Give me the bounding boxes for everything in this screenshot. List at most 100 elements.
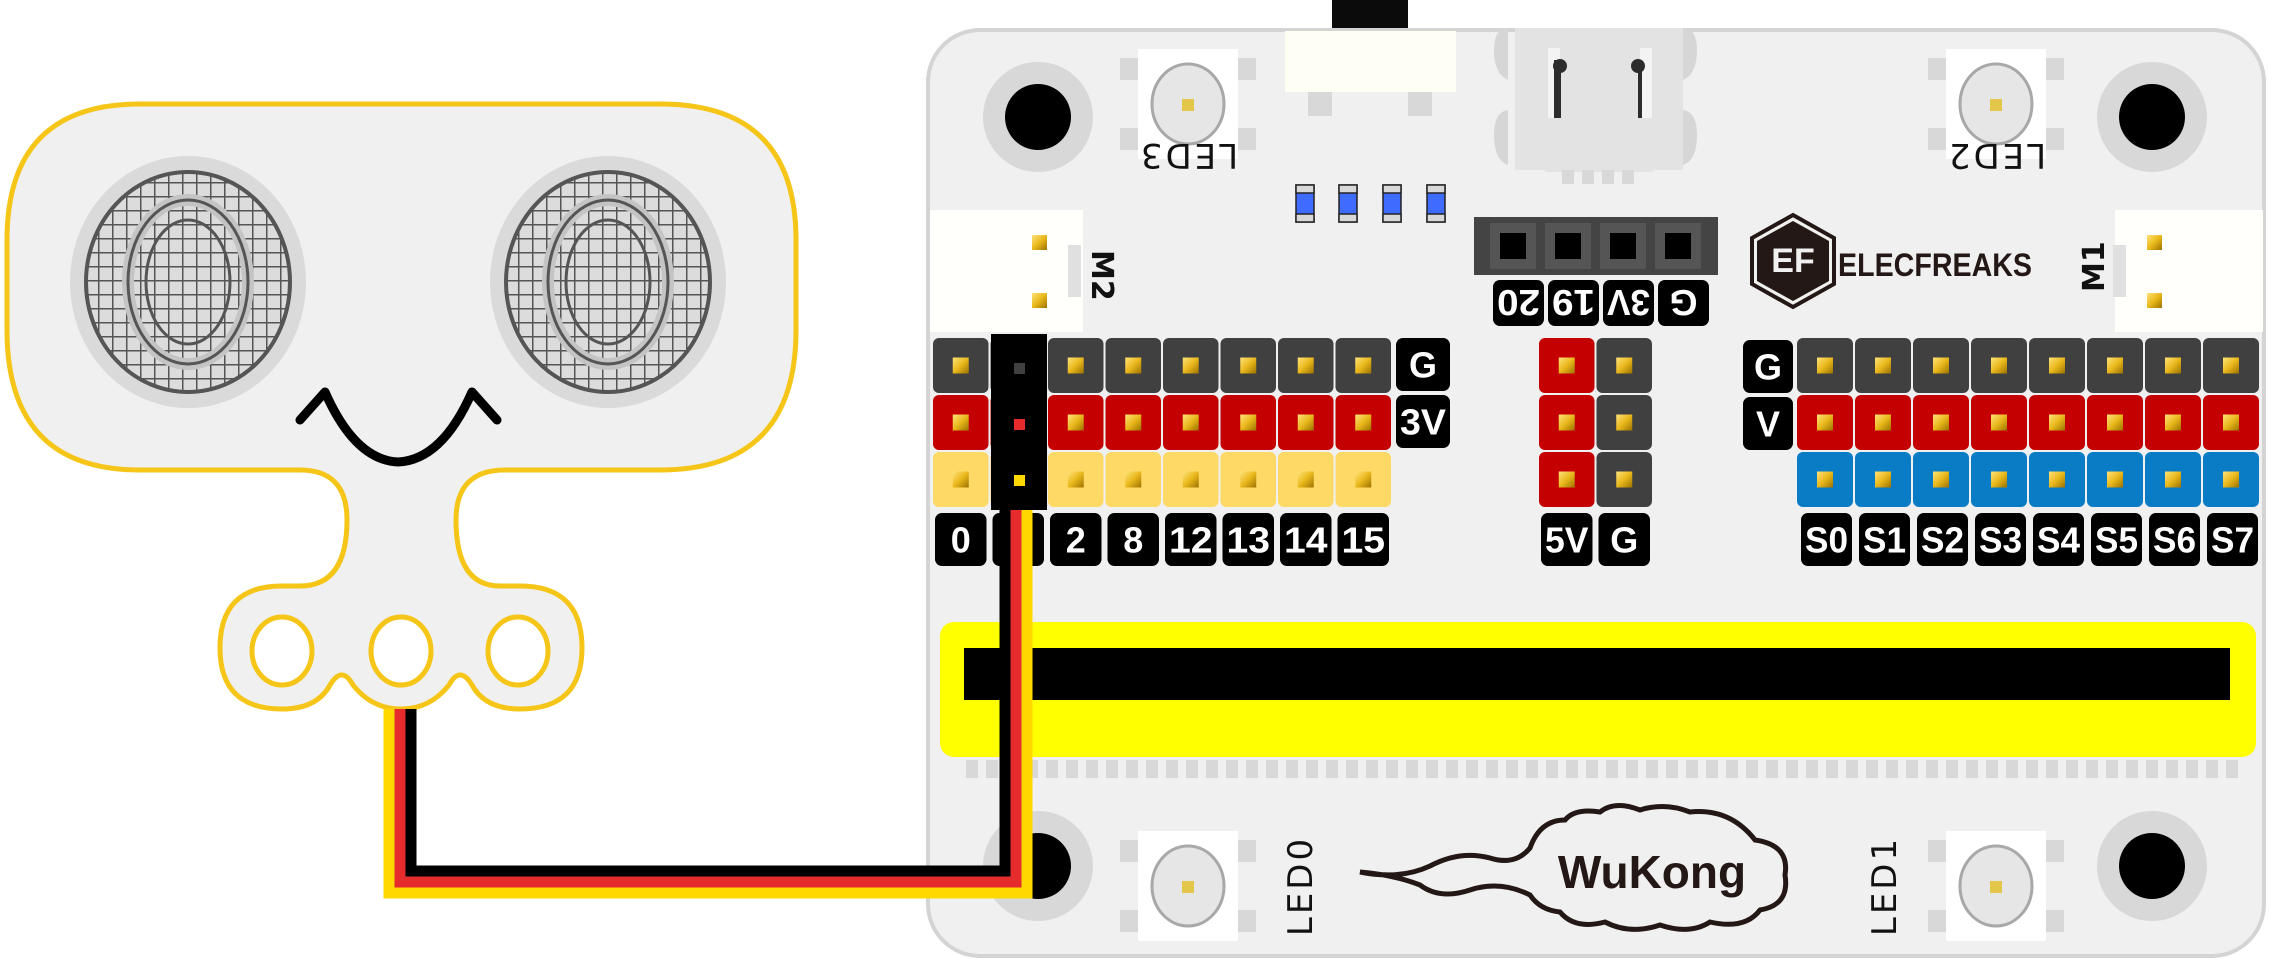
- io-pin-12[interactable]: 12: [1163, 338, 1219, 566]
- power-pin-label-text: G: [1610, 520, 1638, 561]
- pin-pad: [1616, 471, 1633, 488]
- servo-pin-s2[interactable]: S2: [1913, 338, 1969, 566]
- led-label: LED2: [1946, 135, 2046, 175]
- servo-pin-label: S1: [1859, 513, 1910, 566]
- pin-pad: [1616, 357, 1633, 374]
- power-pin-label: G: [1598, 513, 1650, 566]
- pin-pad: [1067, 471, 1084, 488]
- row-label-gnd: G: [1743, 340, 1793, 393]
- pin-pad: [1355, 471, 1372, 488]
- servo-pin-s7[interactable]: S7: [2203, 338, 2259, 566]
- pin-pad: [1182, 471, 1199, 488]
- pin-pad: [1991, 357, 2007, 374]
- io-pin-13[interactable]: 13: [1220, 338, 1277, 566]
- pin-pad: [1875, 414, 1891, 431]
- servo-pin-s6[interactable]: S6: [2145, 338, 2201, 566]
- pin-pad: [1616, 414, 1633, 431]
- pin-label: 15: [1337, 513, 1389, 566]
- servo-pin-label-text: S3: [1979, 520, 2022, 561]
- pin-pad: [1817, 357, 1833, 374]
- servo-pin-label: S5: [2091, 513, 2142, 566]
- pin-pad: [1875, 471, 1891, 488]
- pin-pad: [2049, 471, 2065, 488]
- servo-pin-label: S3: [1975, 513, 2026, 566]
- pin-pad: [1355, 357, 1372, 374]
- top-header-label-text: 3V: [1607, 282, 1650, 323]
- led-label: LED3: [1138, 135, 1238, 175]
- wukong-logo: WuKong: [1359, 803, 1789, 932]
- servo-pin-s4[interactable]: S4: [2029, 338, 2085, 566]
- pin-pad: [952, 414, 969, 431]
- pin-pad: [1817, 414, 1833, 431]
- pin-label: 0: [935, 513, 987, 566]
- pin-pad: [1875, 357, 1891, 374]
- servo-pin-s0[interactable]: S0: [1797, 338, 1853, 566]
- servo-pin-label-text: S0: [1805, 520, 1848, 561]
- top-header-label-text: 19: [1552, 282, 1595, 323]
- brand-name: ELECFREAKS: [1838, 247, 2032, 283]
- servo-pin-label-text: S7: [2211, 520, 2254, 561]
- motor-port-m2[interactable]: M2: [930, 210, 1119, 332]
- pin-pad: [2165, 414, 2181, 431]
- row-label-v-text: V: [1756, 404, 1780, 445]
- io-pin-15[interactable]: 15: [1335, 338, 1392, 566]
- pin-pad: [952, 357, 969, 374]
- row-label-gnd-text: G: [1409, 345, 1437, 386]
- servo-pin-label: S7: [2207, 513, 2258, 566]
- svg-text:WuKong: WuKong: [1558, 846, 1746, 898]
- pin-label-text: 12: [1169, 520, 1213, 561]
- pin-pad: [1182, 414, 1199, 431]
- pin-pad: [2165, 357, 2181, 374]
- mount-hole-br: [2097, 811, 2207, 921]
- pin-label: 2: [1050, 513, 1102, 566]
- pin-pad: [1067, 357, 1084, 374]
- rgb-led-led0: LED0: [1120, 831, 1321, 941]
- pin-pad: [1297, 357, 1314, 374]
- io-pin-0[interactable]: 0: [933, 338, 989, 566]
- smile-icon: [295, 387, 502, 467]
- pin-pad: [1067, 414, 1084, 431]
- io-pin-8[interactable]: 8: [1105, 338, 1162, 566]
- pin-pad: [1297, 414, 1314, 431]
- power-pin-5v[interactable]: 5V: [1539, 338, 1595, 566]
- svg-text:EF: EF: [1771, 242, 1814, 280]
- servo-pin-s1[interactable]: S1: [1855, 338, 1911, 566]
- power-switch-knob[interactable]: [1332, 0, 1408, 32]
- rgb-led-led1: LED1: [1865, 831, 2064, 941]
- pin-pad: [2223, 357, 2239, 374]
- rgb-led-led3: LED3: [1120, 49, 1256, 175]
- pin-label: 8: [1107, 513, 1159, 566]
- rgb-led-led2: LED2: [1928, 49, 2064, 175]
- led-label: LED1: [1865, 836, 1905, 936]
- servo-pin-label-text: S1: [1863, 520, 1906, 561]
- top-header-label: G: [1658, 280, 1709, 326]
- motor-port-m1[interactable]: M1: [2077, 210, 2263, 332]
- pin-label: 13: [1222, 513, 1274, 566]
- pin-pad: [1355, 414, 1372, 431]
- sensor-cable: [383, 334, 1047, 899]
- pin-label-text: 2: [1066, 520, 1086, 561]
- microbit-edge-connector[interactable]: [940, 622, 2256, 778]
- ultrasonic-sensor: [4, 101, 799, 712]
- pin-label: 12: [1165, 513, 1217, 566]
- power-switch[interactable]: [1285, 31, 1456, 116]
- servo-pin-label-text: S6: [2153, 520, 2196, 561]
- mount-hole: [485, 614, 551, 688]
- usb-port[interactable]: [1494, 28, 1697, 184]
- pin-pad: [2049, 414, 2065, 431]
- pin-pad: [1817, 471, 1833, 488]
- power-pin-g[interactable]: G: [1596, 338, 1653, 566]
- io-pin-14[interactable]: 14: [1278, 338, 1334, 566]
- pin-pad: [1240, 357, 1257, 374]
- servo-pin-label: S6: [2149, 513, 2200, 566]
- io-pin-2[interactable]: 2: [1048, 338, 1104, 566]
- servo-pin-s5[interactable]: S5: [2087, 338, 2143, 566]
- servo-pin-s3[interactable]: S3: [1971, 338, 2027, 566]
- mount-hole-tr: [2097, 62, 2207, 172]
- top-header-label: 19: [1548, 280, 1599, 326]
- pin-pad: [2165, 471, 2181, 488]
- motor-port-label: M1: [2077, 241, 2112, 292]
- pin-label-text: 0: [951, 520, 971, 561]
